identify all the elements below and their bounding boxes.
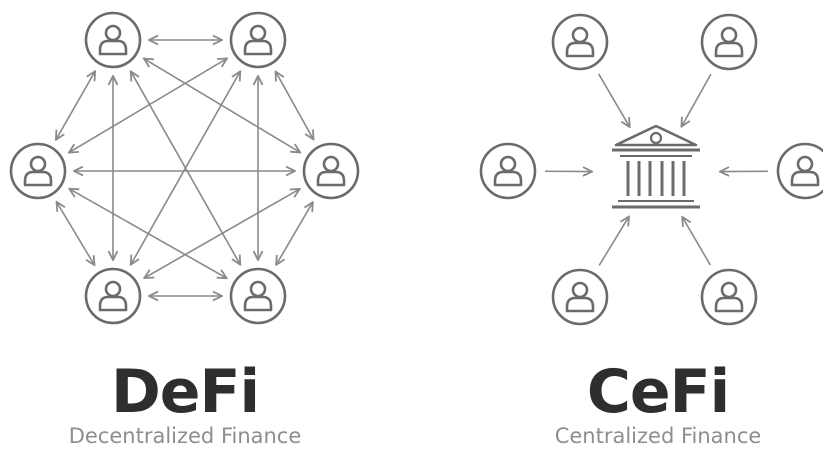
cefi-connections [544,73,769,266]
cefi-connection-arrow [682,217,712,266]
user-icon [551,268,609,326]
user-icon [84,267,142,325]
user-icon [84,11,142,69]
cefi-title: CeFi [586,357,730,427]
defi-connection-arrow [276,71,314,139]
cefi-connection-arrow [598,216,629,266]
defi-connection-arrow [144,189,300,278]
defi-connection-arrow [69,58,227,152]
defi-nodes [9,11,360,325]
cefi-connection-arrow [597,73,630,127]
cefi-nodes [479,13,823,326]
user-icon [479,142,537,200]
defi-connections [56,40,314,296]
user-icon [229,267,287,325]
user-icon [776,142,823,200]
user-icon [9,142,67,200]
defi-title: DeFi [110,357,260,427]
defi-subtitle: Decentralized Finance [68,424,302,448]
user-icon [229,11,287,69]
user-icon [700,13,758,71]
user-icon [700,268,758,326]
defi-connection-arrow [57,202,95,265]
cefi-connection-arrow [681,73,712,126]
cefi-subtitle: Centralized Finance [554,424,762,448]
defi-connection-arrow [69,189,226,278]
bank-icon [612,124,700,209]
defi-connection-arrow [56,71,95,140]
user-icon [302,142,360,200]
defi-connection-arrow [276,202,313,265]
user-icon [551,13,609,71]
